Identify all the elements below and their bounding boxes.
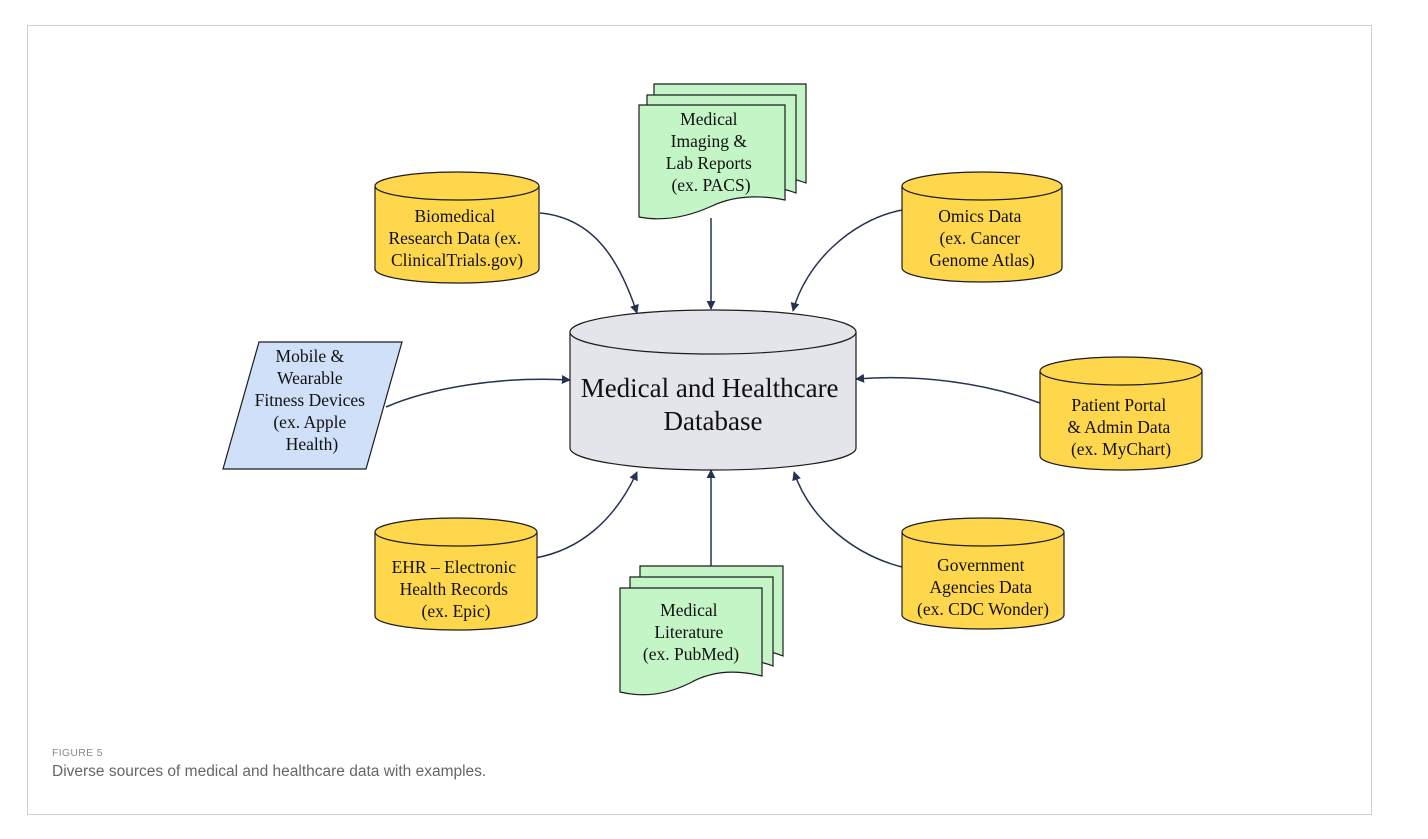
imaging-line-1: Medical [680, 109, 737, 129]
svg-text:Government Agencies Data: Government Agencies Data (ex. CDC Wonder… [917, 555, 1049, 619]
figure-label: FIGURE 5 [52, 747, 103, 759]
node-ehr: EHR – Electronic Health Records (ex. Epi… [374, 517, 538, 631]
svg-text:Medical and Healthcare D: Medical and Healthcare Database [581, 373, 846, 436]
imaging-line-4: (ex. PACS) [671, 175, 750, 195]
svg-text:Medical Imaging &: Medical Imaging & Lab Reports (ex. PACS) [666, 109, 756, 195]
ehr-line-3: (ex. Epic) [422, 601, 491, 621]
connector-ehr [534, 471, 638, 559]
literature-line-2: Literature [654, 622, 723, 642]
connector-mobile [385, 375, 571, 408]
government-line-2: Agencies Data [930, 577, 1033, 597]
mobile-line-1: Mobile & [276, 346, 345, 366]
biomedical-line-2: Research Data (ex. [388, 228, 521, 248]
omics-line-2: (ex. Cancer [939, 228, 1020, 248]
mobile-line-2: Wearable [277, 368, 343, 388]
connector-biomedical [539, 212, 639, 314]
government-line-1: Government [937, 555, 1025, 575]
literature-line-3: (ex. PubMed) [643, 644, 739, 664]
portal-line-2: & Admin Data [1067, 417, 1170, 437]
ehr-line-1: EHR – Electronic [392, 557, 517, 577]
node-biomedical-research: Biomedical Research Data (ex. ClinicalTr… [374, 171, 540, 284]
center-label-line-1: Medical and Healthcare [581, 373, 839, 403]
biomedical-line-1: Biomedical [414, 206, 495, 226]
node-patient-portal: Patient Portal & Admin Data (ex. MyChart… [1039, 356, 1203, 471]
node-medical-literature: Medical Literature (ex. PubMed) [619, 565, 784, 696]
literature-line-1: Medical [660, 600, 717, 620]
figure-caption: Diverse sources of medical and healthcar… [52, 763, 487, 780]
government-line-3: (ex. CDC Wonder) [917, 599, 1049, 619]
node-medical-imaging: Medical Imaging & Lab Reports (ex. PACS) [638, 83, 807, 220]
connector-portal [855, 373, 1041, 404]
portal-line-3: (ex. MyChart) [1071, 439, 1171, 459]
ehr-line-2: Health Records [400, 579, 509, 599]
svg-text:Medical Literature: Medical Literature (ex. PubMed) [643, 600, 739, 664]
mobile-line-3: Fitness Devices [255, 390, 366, 410]
svg-text:Omics Data (ex. Cancer: Omics Data (ex. Cancer Genome Atlas) [929, 206, 1035, 270]
biomedical-line-3: ClinicalTrials.gov) [391, 250, 523, 270]
connector-government [792, 471, 903, 568]
svg-text:Patient Portal & Admin D: Patient Portal & Admin Data (ex. MyChart… [1067, 395, 1174, 459]
svg-text:Mobile & Wearable: Mobile & Wearable Fitness Devices (ex. A… [255, 346, 370, 454]
center-database: Medical and Healthcare Database [569, 309, 857, 471]
omics-line-3: Genome Atlas) [929, 250, 1035, 270]
svg-text:Biomedical Research Data: Biomedical Research Data (ex. ClinicalTr… [388, 206, 525, 270]
center-label-line-2: Database [664, 406, 763, 436]
connector-omics [790, 209, 903, 312]
mobile-line-4: (ex. Apple [273, 412, 346, 432]
portal-line-1: Patient Portal [1071, 395, 1166, 415]
omics-line-1: Omics Data [938, 206, 1021, 226]
svg-text:EHR – Electronic Health: EHR – Electronic Health Records (ex. Epi… [392, 557, 521, 621]
node-omics-data: Omics Data (ex. Cancer Genome Atlas) [901, 171, 1063, 283]
imaging-line-3: Lab Reports [666, 153, 752, 173]
node-government-agencies: Government Agencies Data (ex. CDC Wonder… [901, 517, 1065, 630]
imaging-line-2: Imaging & [671, 131, 748, 151]
mobile-line-5: Health) [286, 434, 339, 454]
node-mobile-devices: Mobile & Wearable Fitness Devices (ex. A… [222, 341, 403, 470]
